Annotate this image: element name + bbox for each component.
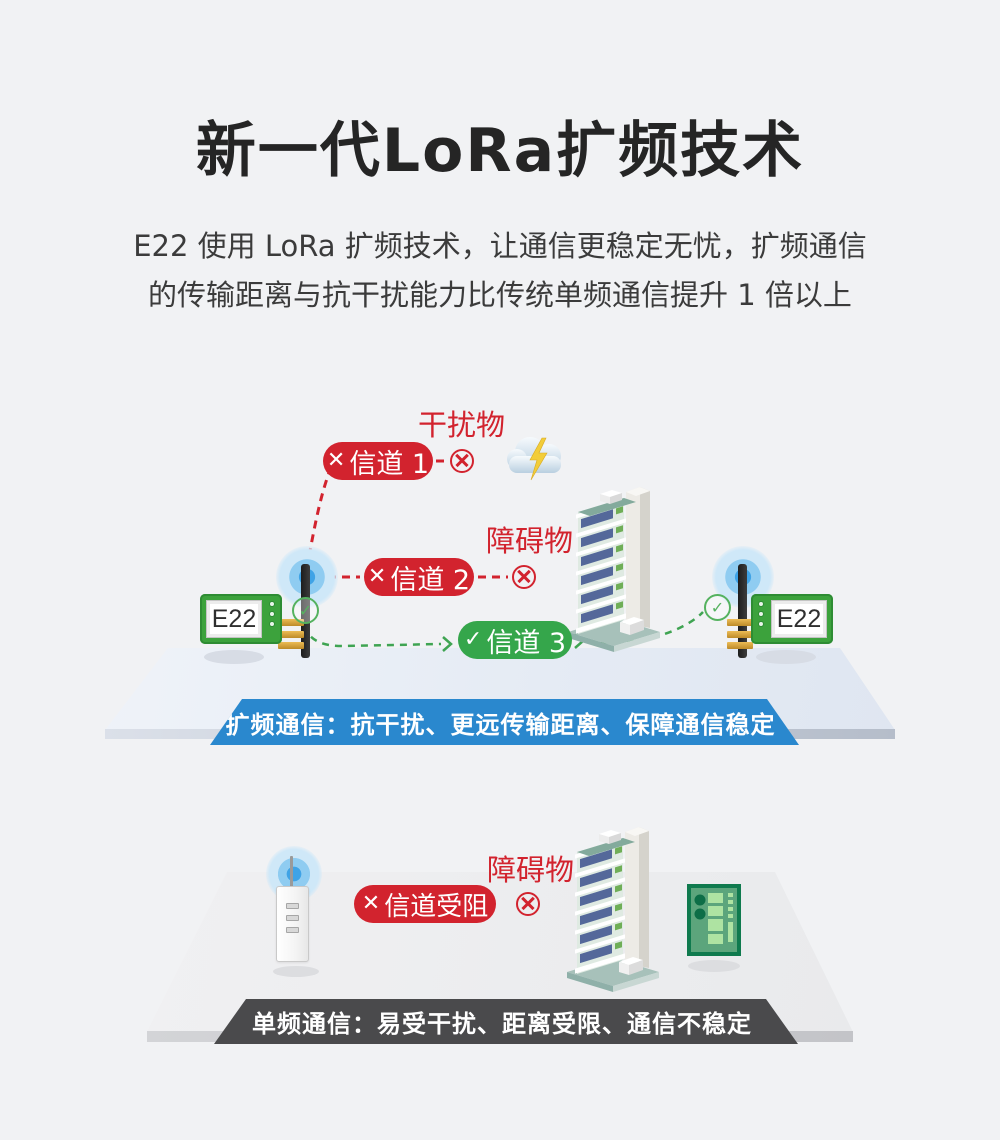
check-circle-left-icon: ✓ (292, 597, 319, 624)
cross-icon: ✕ (326, 448, 346, 473)
module-right-pins (727, 619, 753, 649)
channel2-label: 信道 2 (390, 564, 471, 596)
page-title: 新一代LoRa扩频技术 (195, 116, 805, 186)
channel3-label: 信道 3 (486, 627, 567, 659)
module-right-holes (758, 601, 764, 627)
module-left-label: E22 (206, 600, 262, 638)
blocked-circle-icon (512, 565, 536, 589)
blocked-circle-icon (516, 892, 540, 916)
hole-icon (758, 611, 764, 617)
spread-banner: 扩频通信：抗干扰、更远传输距离、保障通信稳定 (210, 699, 799, 745)
device-button-icon (286, 927, 299, 933)
blocked-circle-icon (450, 449, 474, 473)
channel2-badge: ✕ 信道 2 (364, 558, 474, 596)
device-antenna (290, 856, 293, 890)
module-left-shadow (204, 650, 264, 664)
blocked-label: 信道受阻 (384, 891, 489, 922)
module-left-holes (269, 601, 275, 627)
device-button-icon (286, 915, 299, 921)
storm-cloud-icon (507, 437, 561, 481)
pin-icon (278, 619, 304, 626)
hole-icon (269, 601, 275, 607)
channel1-badge: ✕ 信道 1 (323, 442, 433, 480)
module-left-pins (278, 619, 304, 649)
device-button-icon (286, 903, 299, 909)
hole-icon (269, 611, 275, 617)
module-right-shadow (756, 650, 816, 664)
pcb-board-icon (687, 884, 741, 956)
check-circle-right-icon: ✓ (704, 594, 731, 621)
subtitle-line-2: 的传输距离与抗干扰能力比传统单频通信提升 1 倍以上 (148, 278, 852, 312)
pcb-shadow (688, 960, 740, 972)
single-banner: 单频通信：易受干扰、距离受限、通信不稳定 (214, 999, 798, 1044)
obstacle-label-single: 障碍物 (487, 853, 575, 887)
pin-icon (727, 642, 753, 649)
blocked-channel-badge: ✕ 信道受阻 (354, 885, 496, 923)
cross-icon: ✕ (367, 564, 387, 589)
channel1-label: 信道 1 (349, 448, 430, 480)
pin-icon (278, 630, 304, 638)
module-right: E22 (751, 594, 833, 644)
single-frequency-device (276, 886, 309, 962)
module-right-label: E22 (771, 600, 827, 638)
hole-icon (758, 601, 764, 607)
hole-icon (269, 621, 275, 627)
building-icon (568, 487, 660, 652)
check-glyph: ✓ (710, 598, 725, 617)
device-shadow (273, 966, 319, 977)
building-icon (567, 827, 659, 992)
check-icon: ✓ (463, 627, 483, 652)
pin-icon (278, 642, 304, 649)
channel3-dash-left (302, 625, 442, 648)
pin-icon (727, 630, 753, 638)
interference-label: 干扰物 (418, 408, 506, 442)
antenna-right (738, 564, 747, 658)
cross-icon: ✕ (361, 891, 381, 916)
check-glyph: ✓ (298, 601, 313, 620)
obstacle-label-spread: 障碍物 (486, 524, 574, 558)
subtitle-line-1: E22 使用 LoRa 扩频技术，让通信更稳定无忧，扩频通信 (133, 229, 867, 263)
pin-icon (727, 619, 753, 626)
channel1-dash-curve (307, 469, 332, 557)
hole-icon (758, 621, 764, 627)
page-subtitle: E22 使用 LoRa 扩频技术，让通信更稳定无忧，扩频通信 的传输距离与抗干扰… (0, 222, 1000, 320)
channel3-badge: ✓ 信道 3 (458, 621, 572, 659)
module-left: E22 (200, 594, 282, 644)
